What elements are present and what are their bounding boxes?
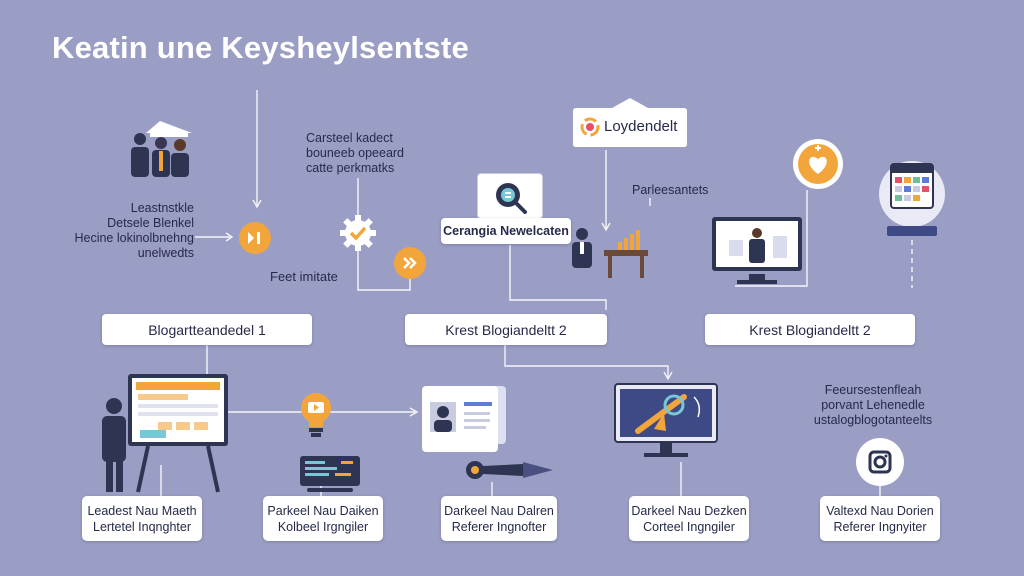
video-presenter-icon	[711, 216, 803, 286]
search-magnifier-icon	[477, 173, 543, 219]
top-note: Carsteel kadect bouneeb opeeard catte pe…	[306, 131, 416, 176]
parleesantets-label: Parleesantets	[632, 183, 709, 197]
bar-chart-icon	[618, 230, 640, 250]
brand-badge: Loydendelt	[572, 96, 688, 148]
right-note: Feeursestenfleah porvant Lehenedle ustal…	[803, 383, 943, 428]
left-note-line: unelwedts	[137, 246, 194, 260]
left-note-line: Detsele Blenkel	[107, 216, 194, 230]
brand-badge-label: Loydendelt	[604, 118, 678, 135]
page-title: Keatin une Keysheylsentste	[52, 30, 469, 65]
card-line: Darkeel Nau Dezken	[631, 503, 747, 518]
monitor-tools-icon	[614, 383, 718, 459]
card-line: Referer Ingnyiter	[833, 519, 927, 534]
card-2: Parkeel Nau Daiken Kolbeel Irgngiler	[263, 496, 383, 541]
card-line: Lertetel Inqnghter	[93, 519, 191, 534]
gear-check-icon	[338, 213, 378, 253]
card-3: Darkeel Nau Dalren Referer Ingnofter	[441, 496, 557, 541]
card-line: Referer Ingnofter	[451, 519, 547, 534]
card-1: Leadest Nau Maeth Lertetel Inqnghter	[82, 496, 202, 541]
whiteboard-presenter-icon	[98, 372, 232, 494]
screwdriver-icon	[463, 458, 555, 482]
card-line: Darkeel Nau Dalren	[444, 503, 554, 518]
newsletter-label: Cerangia Newelcaten	[441, 218, 571, 244]
left-note-line: Hecine lokinolbnehng	[74, 231, 194, 245]
feet-label: Feet imitate	[270, 269, 338, 284]
blog-box-3: Krest Blogiandeltt 2	[705, 314, 915, 345]
fast-forward-icon	[394, 247, 426, 279]
card-line: Valtexd Nau Dorien	[826, 503, 934, 518]
right-note-line: Feeursestenfleah	[824, 383, 922, 397]
blog-box-1: Blogartteandedel 1	[102, 314, 312, 345]
right-note-line: porvant Lehenedle	[821, 398, 925, 412]
top-note-line: catte perkmatks	[306, 161, 395, 175]
left-note-line: Leastnstkle	[130, 201, 194, 215]
right-note-line: ustalogblogotanteelts	[813, 413, 933, 427]
team-icon	[120, 117, 200, 181]
card-line: Kolbeel Irgngiler	[277, 519, 369, 534]
blog-box-2: Krest Blogiandeltt 2	[405, 314, 607, 345]
card-line: Leadest Nau Maeth	[87, 503, 197, 518]
presenter-icon	[566, 222, 656, 280]
top-note-line: Carsteel kadect	[306, 131, 393, 145]
camera-icon	[856, 438, 904, 486]
top-note-line: bouneeb opeeard	[306, 146, 405, 160]
brand-logo-icon	[580, 117, 600, 137]
left-note: Leastnstkle Detsele Blenkel Hecine lokin…	[68, 201, 194, 261]
card-5: Valtexd Nau Dorien Referer Ingnyiter	[820, 496, 940, 541]
card-4: Darkeel Nau Dezken Corteel Ingngiler	[629, 496, 749, 541]
play-forward-icon	[239, 222, 271, 254]
profile-document-icon	[420, 384, 508, 454]
calendar-icon	[879, 160, 945, 240]
card-line: Corteel Ingngiler	[643, 519, 735, 534]
code-panel-icon	[299, 455, 361, 493]
lightbulb-play-icon	[298, 391, 334, 439]
card-line: Parkeel Nau Daiken	[267, 503, 379, 518]
heart-icon	[793, 139, 843, 189]
